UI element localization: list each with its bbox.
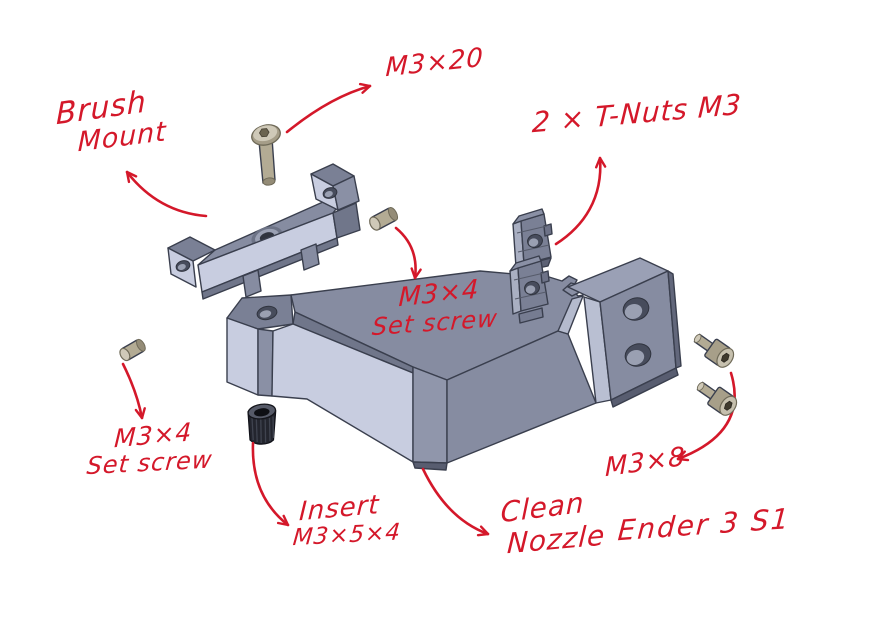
- tnut-lower-part: [509, 255, 550, 324]
- set-screw-left-part: [119, 338, 146, 362]
- arrow-brush-mount: [125, 170, 208, 218]
- arrow-m3x20: [285, 82, 372, 134]
- arrow-set-screw-left: [121, 362, 146, 420]
- arrow-product: [421, 467, 490, 537]
- insert-bore: [254, 408, 270, 417]
- main-bracket-part: [226, 257, 682, 471]
- m3x8-screw-lower-part: [696, 381, 738, 416]
- arrow-insert: [251, 441, 290, 527]
- brush-mount-foot: [300, 243, 320, 271]
- heat-insert-part: [247, 403, 277, 445]
- hex-socket: [258, 128, 270, 138]
- m3x8-screw-upper-part: [693, 333, 735, 368]
- set-screw-right-part: [369, 206, 399, 231]
- brush-mount-part: [167, 163, 361, 300]
- brush-mount-foot: [242, 269, 262, 298]
- m3x20-screw-part: [251, 124, 281, 186]
- hex-socket: [723, 400, 733, 411]
- arrow-set-screw-right: [394, 226, 422, 280]
- hex-socket: [720, 352, 730, 363]
- arrow-tnuts: [554, 156, 607, 246]
- arrow-m3x8: [676, 371, 736, 462]
